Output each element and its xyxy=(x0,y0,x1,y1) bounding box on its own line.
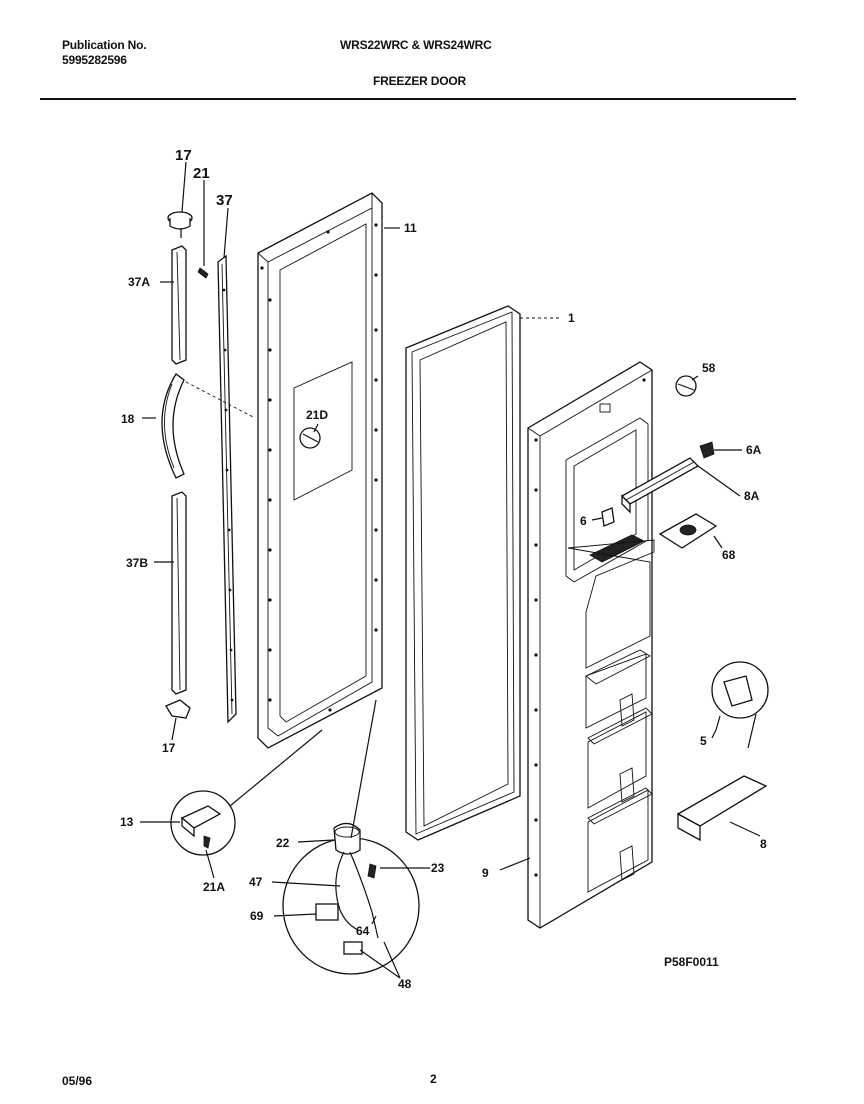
callout-68: 68 xyxy=(722,548,736,562)
callout-21d: 21D xyxy=(306,408,328,422)
callout-37b: 37B xyxy=(126,556,148,570)
pad-detail-circle xyxy=(711,661,769,749)
callout-64: 64 xyxy=(356,924,370,938)
callout-17-bottom: 17 xyxy=(162,741,176,755)
door-gasket xyxy=(405,305,521,841)
callout-9: 9 xyxy=(482,866,489,880)
callout-21a: 21A xyxy=(203,880,225,894)
side-trim xyxy=(217,254,237,724)
screw-58 xyxy=(675,375,697,397)
callout-37: 37 xyxy=(216,192,233,209)
section-title: FREEZER DOOR xyxy=(373,74,466,88)
callout-6: 6 xyxy=(580,514,587,528)
callout-1: 1 xyxy=(568,311,575,325)
callout-22: 22 xyxy=(276,836,290,850)
clip-6 xyxy=(601,507,615,527)
door-liner xyxy=(527,361,655,929)
callout-5: 5 xyxy=(700,734,707,748)
footer-date: 05/96 xyxy=(62,1074,93,1088)
callout-11: 11 xyxy=(404,221,417,235)
callout-69: 69 xyxy=(250,909,264,923)
callout-18: 18 xyxy=(121,412,135,426)
callout-48: 48 xyxy=(398,977,412,991)
drip-tray xyxy=(676,775,768,842)
leader-lines xyxy=(140,161,761,979)
callout-6a: 6A xyxy=(746,443,762,457)
trim-strip-lower xyxy=(171,491,187,695)
callout-58: 58 xyxy=(702,361,716,375)
callout-23: 23 xyxy=(431,861,445,875)
page-number: 2 xyxy=(430,1072,437,1086)
clip-6a xyxy=(699,441,715,459)
screw-21 xyxy=(197,267,209,279)
wiring-detail-circle xyxy=(282,699,420,975)
publication-number: 5995282596 xyxy=(62,53,127,67)
hinge-detail-circle xyxy=(170,729,323,856)
callout-47: 47 xyxy=(249,875,263,889)
screw-21d xyxy=(299,427,321,449)
diagram-code: P58F0011 xyxy=(664,955,719,969)
dispenser-paddle xyxy=(658,513,718,549)
door-handle xyxy=(161,373,256,479)
publication-label: Publication No. xyxy=(62,38,147,52)
callout-13: 13 xyxy=(120,815,134,829)
callout-labels: 17 21 37 37A 18 37B 17 11 1 21D 58 6A 8A… xyxy=(120,147,767,991)
callout-8a: 8A xyxy=(744,489,760,503)
header-rule xyxy=(40,98,796,100)
callout-37a: 37A xyxy=(128,275,150,289)
trim-strip-upper xyxy=(171,245,187,365)
end-cap-top xyxy=(167,211,193,238)
end-cap-bottom xyxy=(165,699,191,719)
callout-17-top: 17 xyxy=(175,147,192,164)
callout-8: 8 xyxy=(760,837,767,851)
callout-21: 21 xyxy=(193,165,210,182)
door-outer-panel xyxy=(257,192,383,749)
model-numbers: WRS22WRC & WRS24WRC xyxy=(340,38,492,52)
